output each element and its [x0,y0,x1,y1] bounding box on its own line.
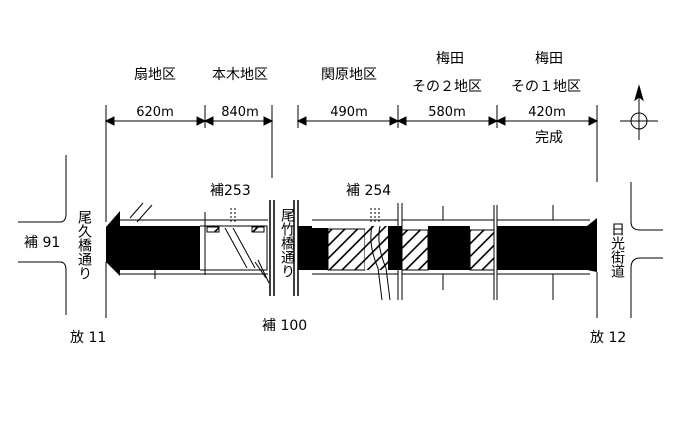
road-label-ho253: 補253 [210,183,251,199]
segment-length-5: 420m [528,105,565,120]
district-label-umeda2-line2: その２地区 [412,79,482,95]
road-edge-lines-umeda1 [497,205,598,318]
north-arrow-icon [620,84,658,140]
right-cross-road [630,182,663,318]
segment-length-1: 620m [136,105,173,120]
road-segment-sekihara-black-1 [298,226,312,270]
district-label-umeda1-line1: 梅田 [535,51,563,67]
road-taper-right [587,218,597,272]
district-label-motoki: 本木地区 [212,67,268,83]
hatch-block-umeda2-1 [401,229,429,271]
road-label-ho12: 放 12 [590,330,626,346]
hatch-block-motoki-1 [206,226,220,233]
hatch-block-sekihara [327,228,366,271]
road-segment-sekihara-black-2 [312,228,328,270]
road-label-oku-bashi-dori: 尾久橋通り [76,210,92,280]
left-cross-road [18,155,107,318]
segment-length-2: 840m [221,105,258,120]
road-segment-motoki [200,212,270,284]
district-label-sekihara: 関原地区 [321,67,377,83]
road-label-nikko-kaido: 日光街道 [609,222,625,279]
road-segment-ogi [120,226,200,270]
district-label-umeda2-line1: 梅田 [436,51,464,67]
hatch-block-motoki-2 [251,226,265,233]
road-label-otake-bashi-dori: 尾竹橋通り [279,208,295,278]
road-edge-lines-ogi [120,202,200,279]
district-label-ogi: 扇地区 [134,67,176,83]
road-segment-umeda2-black [428,226,470,270]
district-label-umeda1-line2: その１地区 [511,79,581,95]
segment-status-complete: 完成 [535,130,563,146]
segment-length-4: 580m [428,105,465,120]
road-label-ho91: 補 91 [24,235,60,251]
road-segment-sekihara-black-3 [388,226,402,270]
road-taper-left [106,211,120,276]
road-segment-umeda1 [497,226,587,270]
segment-length-3: 490m [330,105,367,120]
hatch-block-umeda2-2 [469,229,495,271]
dimension-arrows [104,116,599,126]
road-label-ho11: 放 11 [70,330,106,346]
road-label-ho254: 補 254 [346,183,391,199]
road-label-ho100: 補 100 [262,318,307,334]
district-boundaries [105,105,598,222]
